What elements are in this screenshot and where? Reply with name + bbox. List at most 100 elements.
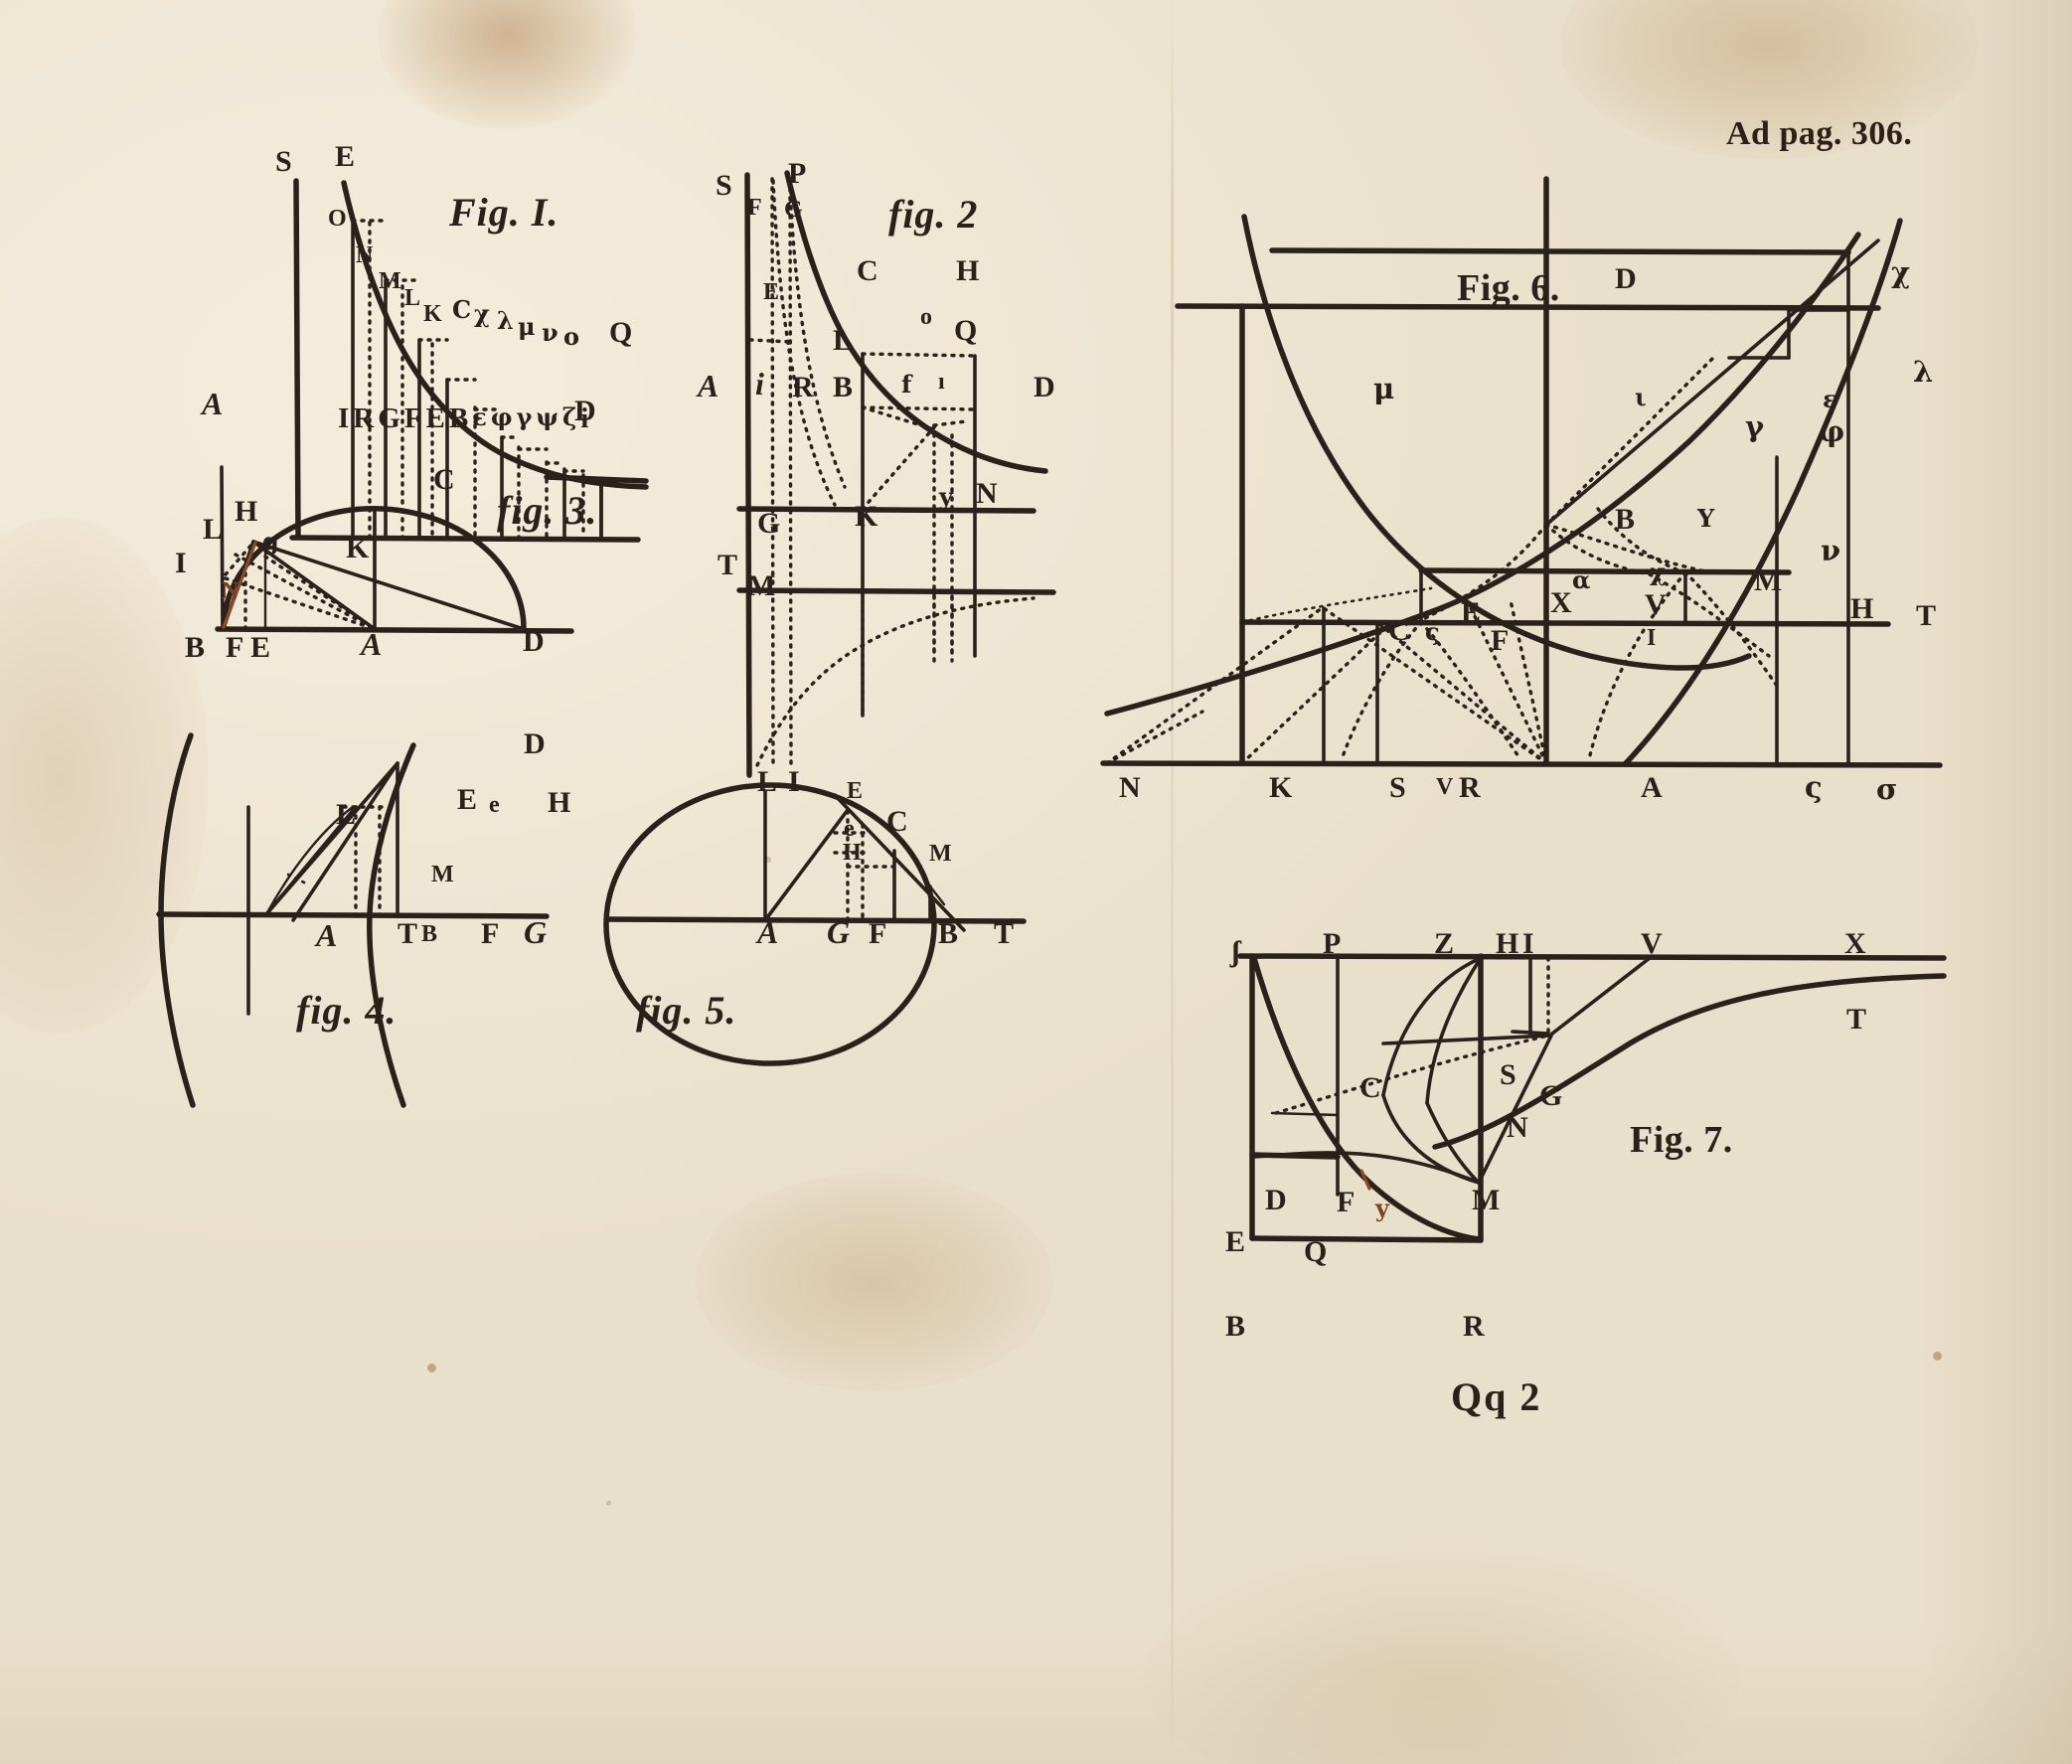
fig2-label-F: F	[747, 195, 762, 221]
fig2-label-G-lower: G	[757, 507, 781, 540]
fig4-label-F: F	[481, 917, 500, 950]
figure-4-drawing	[149, 716, 586, 1133]
fig5-label-H: H	[843, 840, 862, 866]
fig5-label-e: e	[844, 816, 855, 842]
fig7-label-S: S	[1500, 1058, 1516, 1091]
fig6-label-E: E	[1461, 596, 1482, 629]
fig7-label-T: T	[1846, 1003, 1867, 1036]
fig3-label-K: K	[346, 532, 370, 564]
fig7-label-F: F	[1337, 1186, 1355, 1218]
fig6-label-nu: ν	[1821, 534, 1841, 567]
fig3-label-C: C	[433, 463, 455, 496]
fig7-label-y: y	[1375, 1194, 1389, 1222]
fig6-axis-label-A: A	[1641, 771, 1663, 804]
fig7-label-Q: Q	[1304, 1235, 1328, 1268]
figure-7-caption: Fig. 7.	[1630, 1119, 1733, 1161]
fig5-label-M: M	[929, 841, 952, 867]
fig6-label-M: M	[1754, 564, 1783, 597]
fig2-label-K: K	[855, 500, 878, 533]
fig3-label-N: N	[222, 578, 239, 604]
fig1-baseline-B: B	[448, 402, 469, 434]
fig5-label-G: G	[827, 914, 851, 950]
fig1-label-C: C	[452, 295, 472, 324]
fig1-baseline-psi: ψ	[536, 402, 558, 431]
figure-5-caption: fig. 5.	[636, 988, 737, 1033]
fig1-label-nu: ν	[542, 318, 558, 347]
fig2-label-i: i	[755, 366, 764, 401]
fig4-label-G: G	[524, 914, 548, 950]
fig2-label-G: G	[784, 197, 803, 223]
fig7-label-D: D	[1265, 1184, 1287, 1216]
figure-1-caption: Fig. I.	[449, 190, 559, 235]
fig6-label-H: H	[1850, 592, 1874, 625]
fig7-label-N: N	[1507, 1111, 1528, 1144]
fig6-axis-label-N: N	[1119, 771, 1141, 804]
fig1-baseline-i: i	[580, 402, 589, 434]
fig2-label-L: L	[833, 324, 854, 357]
fig7-label-X: X	[1844, 927, 1866, 960]
fig1-baseline-labels: I R G F E B ε φ γ ψ ζ i	[338, 402, 588, 435]
fig1-label-Q: Q	[609, 316, 633, 349]
fig7-label-G: G	[1539, 1079, 1563, 1112]
fig3-label-g: g	[262, 527, 279, 556]
fig2-label-D: D	[1034, 371, 1055, 403]
fig3-label-F: F	[226, 631, 244, 664]
fig1-baseline-zeta: ζ	[561, 402, 577, 431]
fig6-axis-label-S: S	[1389, 771, 1406, 804]
fig2-label-Q: Q	[954, 314, 978, 347]
figure-2-caption: fig. 2	[888, 192, 979, 237]
fig2-label-o: o	[920, 304, 932, 330]
fig2-label-B: B	[833, 371, 854, 403]
fig1-label-E: E	[335, 140, 356, 173]
fig4-label-L: L	[336, 798, 357, 831]
fig6-axis-label-R: R	[1459, 771, 1481, 804]
fig4-label-E: E	[457, 783, 478, 816]
fig2-label-H: H	[956, 254, 980, 287]
fig3-label-D: D	[523, 625, 545, 658]
fig4-label-T: T	[398, 917, 418, 950]
fig6-label-varsigma-mid: ς	[1425, 617, 1440, 646]
fig2-label-C: C	[857, 254, 878, 287]
fig6-axis-label-sigma: σ	[1876, 772, 1898, 806]
fig6-label-I: I	[1647, 625, 1657, 651]
figure-5-drawing	[596, 755, 1063, 1143]
fig1-label-lambda: λ	[497, 306, 514, 335]
fig1-label-A: A	[202, 386, 224, 421]
fig5-label-E: E	[847, 778, 864, 804]
fig6-label-upsilon: Υ	[1697, 504, 1715, 533]
fig7-label-C: C	[1359, 1071, 1381, 1104]
fig6-label-iota: ι	[1635, 383, 1647, 411]
fig5-label-T: T	[994, 917, 1015, 950]
fig7-label-R: R	[1463, 1310, 1485, 1343]
figure-4-caption: fig. 4.	[296, 988, 398, 1033]
fig1-label-mu: μ	[518, 312, 536, 341]
fig5-label-A: A	[757, 914, 779, 950]
fig1-baseline-gamma: γ	[516, 402, 533, 431]
fig2-label-P: P	[788, 157, 807, 190]
fig7-label-I: I	[1522, 927, 1534, 960]
fig4-label-H: H	[548, 786, 571, 819]
fig6-label-F: F	[1491, 624, 1510, 657]
fig7-label-long-s: ʃ	[1231, 935, 1241, 968]
fig3-label-I: I	[175, 547, 187, 579]
fig3-label-B: B	[185, 631, 206, 664]
fig6-label-V: V	[1645, 588, 1667, 621]
fig1-label-chi: χ	[474, 299, 490, 328]
fig2-label-M: M	[747, 569, 776, 602]
fig1-label-D: D	[574, 395, 596, 427]
paper-fold-crease	[1171, 0, 1174, 1764]
fig4-label-D: D	[524, 727, 546, 760]
fig5-label-F: F	[869, 917, 887, 950]
fig1-label-O: O	[328, 206, 347, 232]
fig6-label-chi-mid: χ	[1650, 558, 1666, 586]
fig2-label-iota: ı	[938, 369, 945, 395]
fig7-label-P: P	[1323, 927, 1342, 960]
fig3-label-E: E	[250, 631, 271, 664]
figure-6-caption: Fig. 6.	[1457, 267, 1560, 309]
fig7-label-Z: Z	[1434, 927, 1455, 960]
fig3-label-H: H	[235, 495, 258, 528]
fig1-baseline-G: G	[378, 402, 400, 434]
fig1-label-M: M	[379, 268, 401, 294]
